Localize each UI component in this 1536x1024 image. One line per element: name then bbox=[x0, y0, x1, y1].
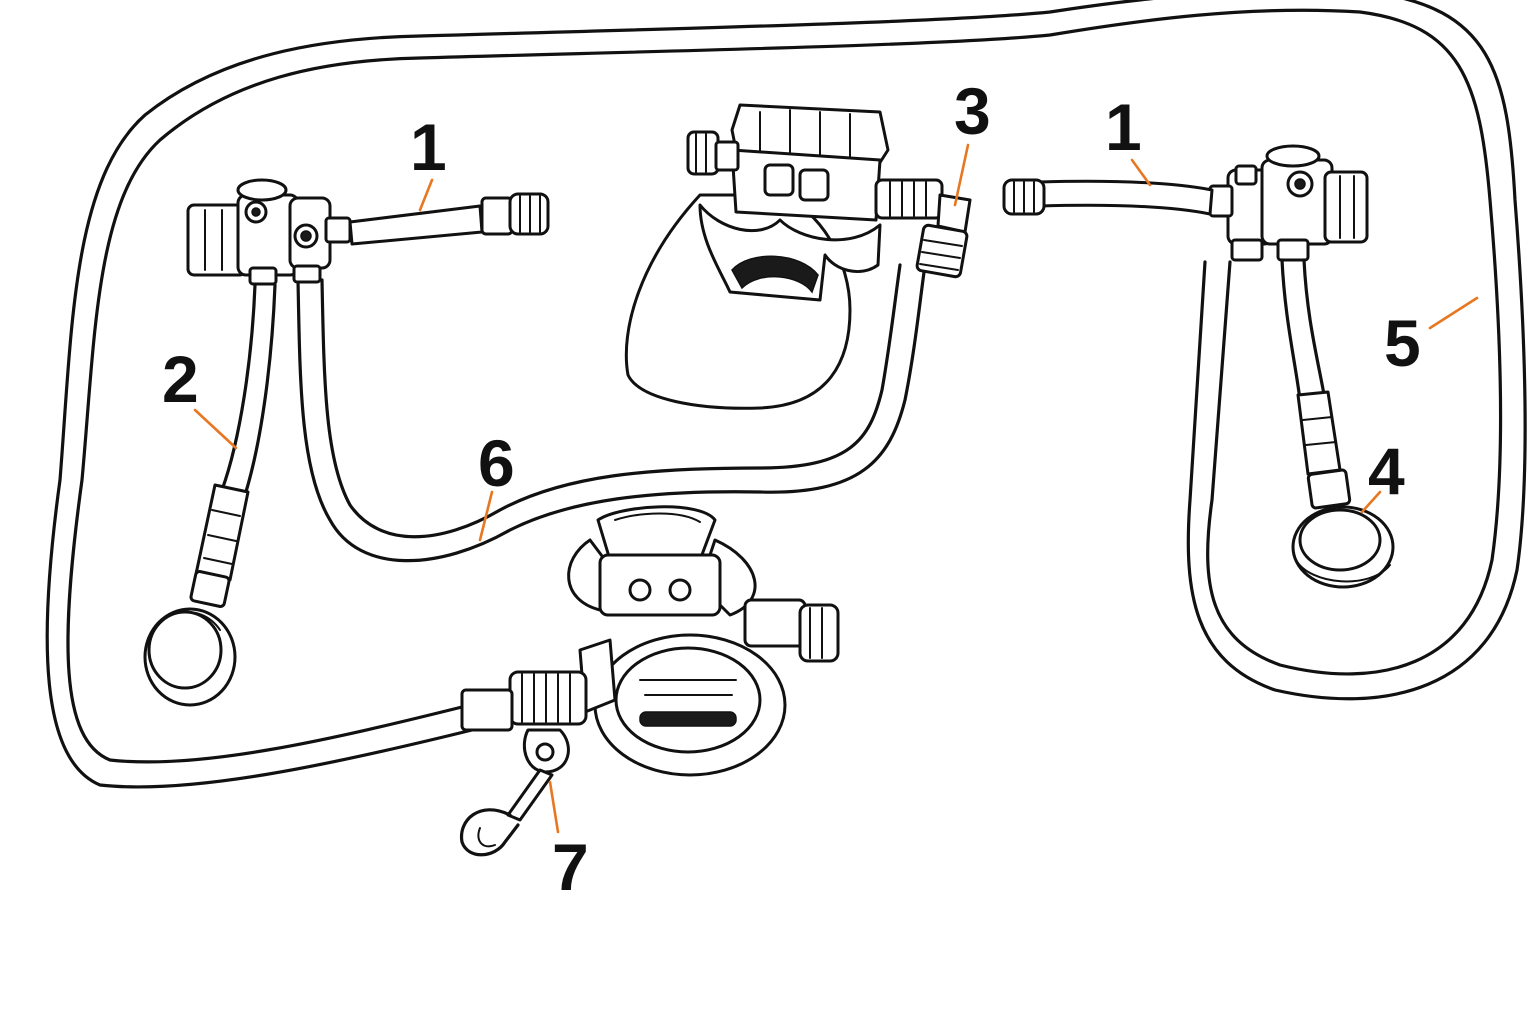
leader-1-left bbox=[418, 178, 434, 212]
left-spg-hose bbox=[189, 283, 277, 608]
right-first-stage bbox=[1208, 144, 1369, 262]
leader-5 bbox=[1428, 296, 1479, 330]
left-first-stage bbox=[186, 178, 352, 286]
leader-lines bbox=[193, 143, 1479, 834]
callout-4: 4 bbox=[1368, 434, 1405, 508]
right-pressure-gauge bbox=[1291, 505, 1395, 589]
callout-1-left: 1 bbox=[410, 110, 447, 184]
right-lp-hose bbox=[1002, 178, 1214, 216]
leader-4 bbox=[1360, 490, 1382, 514]
left-pressure-gauge bbox=[143, 607, 237, 707]
callout-5: 5 bbox=[1384, 306, 1421, 380]
primary-second-stage bbox=[460, 505, 840, 777]
leader-1-right bbox=[1130, 158, 1152, 187]
right-spg-hose bbox=[1280, 258, 1352, 510]
leader-6 bbox=[478, 490, 494, 542]
hose-clip bbox=[459, 728, 570, 857]
leader-2 bbox=[193, 408, 238, 450]
callout-1-right: 1 bbox=[1105, 90, 1142, 164]
left-lp-hose bbox=[348, 192, 550, 246]
callout-2: 2 bbox=[162, 342, 199, 416]
callout-7: 7 bbox=[552, 830, 589, 904]
callout-3: 3 bbox=[954, 74, 991, 148]
hose-6 bbox=[296, 263, 927, 563]
long-hose bbox=[45, 0, 1527, 789]
leader-7 bbox=[548, 780, 560, 834]
callouts: 1 1 2 3 4 5 6 7 bbox=[162, 74, 1421, 904]
leader-3 bbox=[953, 143, 970, 207]
callout-6: 6 bbox=[478, 426, 515, 500]
octopus-second-stage bbox=[624, 103, 972, 410]
